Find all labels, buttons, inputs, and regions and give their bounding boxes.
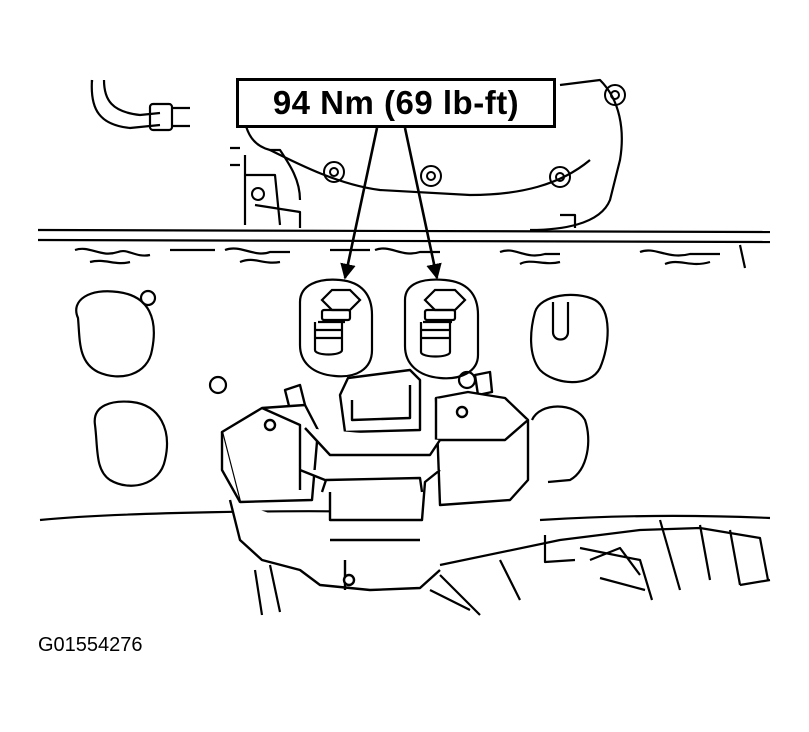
mount-stud-left [300, 280, 372, 377]
transmission-housing [92, 80, 622, 230]
housing-bolt-heads [252, 85, 625, 200]
lower-crossmember [255, 520, 770, 615]
figure-id-label: G01554276 [38, 634, 143, 656]
engine-mount-bracket [222, 370, 528, 590]
torque-spec-callout: 94 Nm (69 lb-ft) [236, 78, 556, 128]
frame-access-holes [76, 291, 607, 486]
torque-leader-arrows [340, 128, 442, 280]
mount-stud-right [405, 280, 478, 379]
